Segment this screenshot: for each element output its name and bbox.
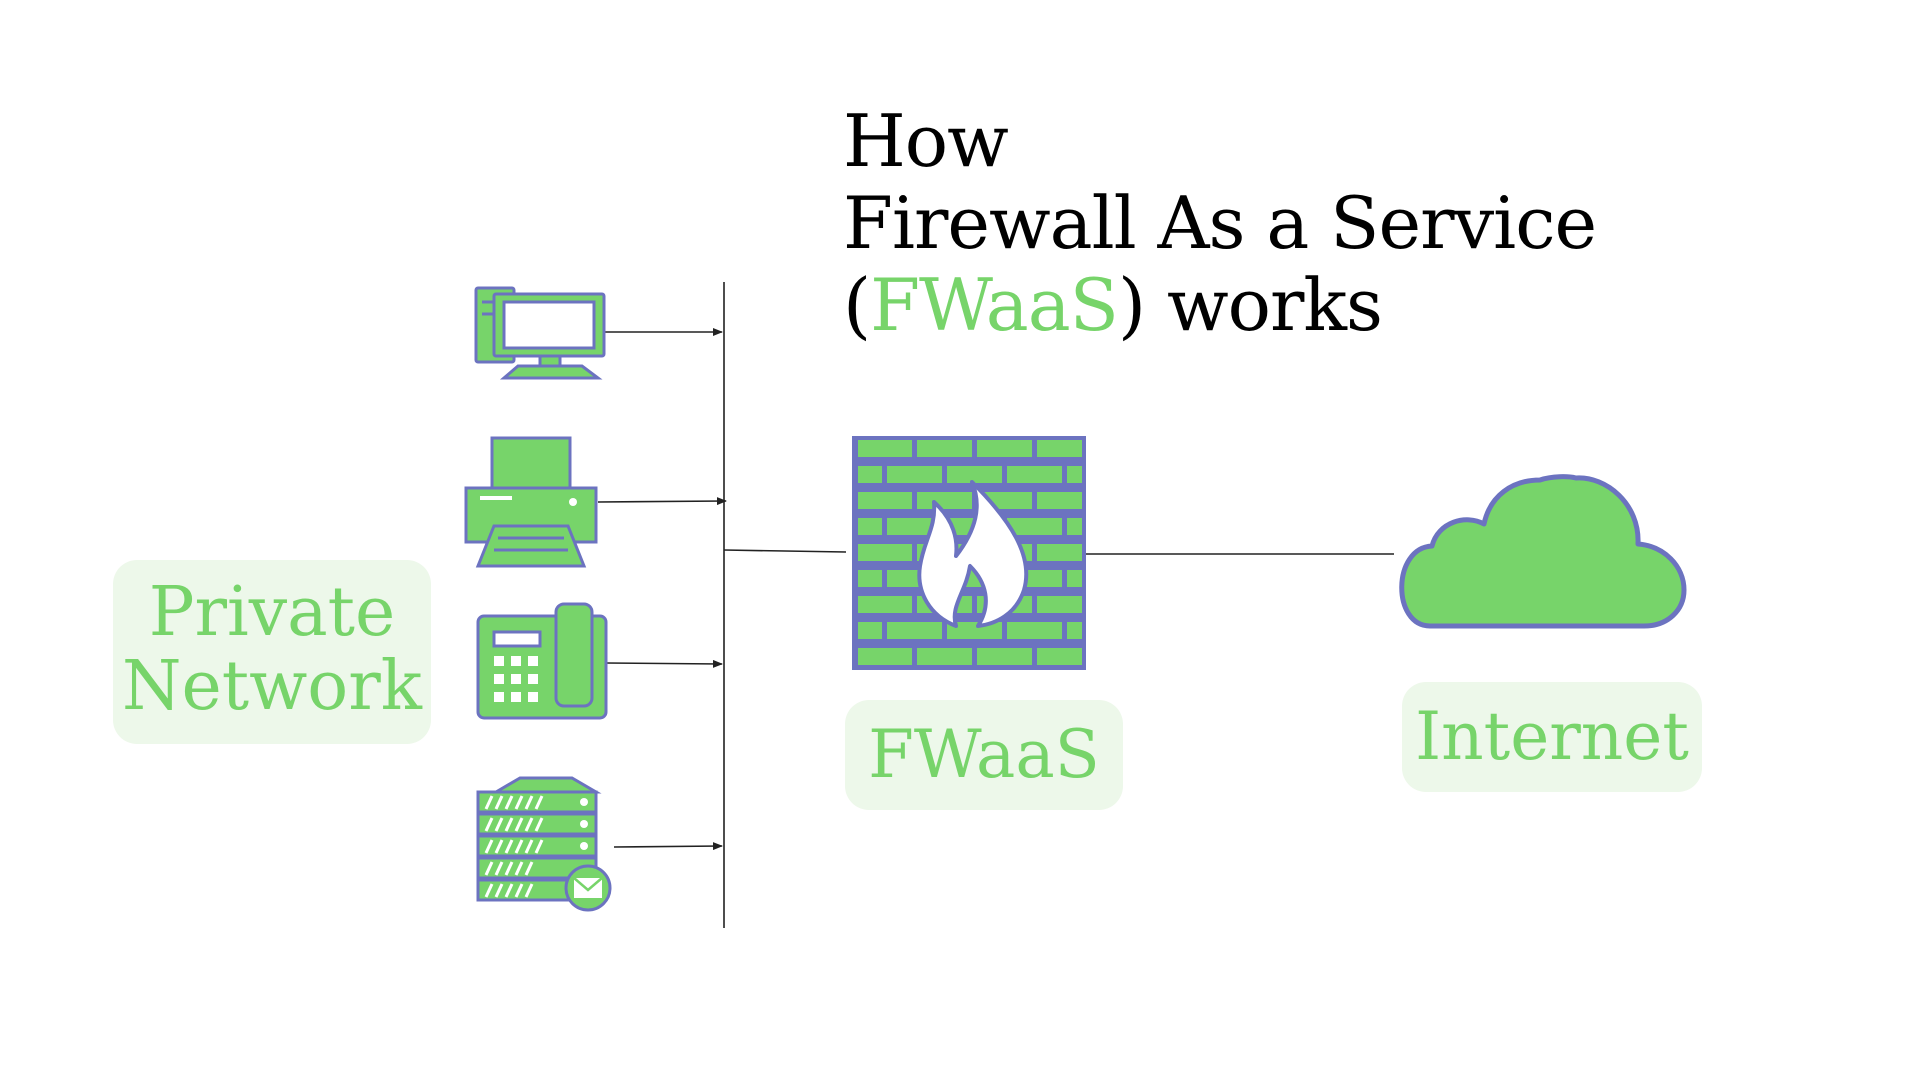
title-paren-close: ) works xyxy=(1117,263,1383,347)
private-network-line-2: Network xyxy=(122,647,422,726)
flame-shape xyxy=(917,480,1029,628)
desktop-computer-icon xyxy=(474,286,606,380)
cloud-icon xyxy=(1399,474,1687,629)
title-accent: FWaaS xyxy=(870,263,1119,347)
diagram-title: How Firewall As a Service (FWaaS) works xyxy=(843,99,1597,346)
printer-icon xyxy=(464,436,598,568)
title-line-2: Firewall As a Service xyxy=(843,181,1597,265)
firewall-icon xyxy=(852,436,1086,670)
private-network-label: Private Network xyxy=(113,560,431,744)
title-line-3: (FWaaS) works xyxy=(843,264,1596,346)
private-network-line-1: Private xyxy=(148,573,396,652)
arrow-printer xyxy=(597,497,727,506)
mail-server-icon xyxy=(476,776,612,912)
title-line-1: How xyxy=(843,99,1009,183)
desk-phone-icon xyxy=(476,602,608,720)
arrow-phone xyxy=(605,659,723,668)
connector-lines xyxy=(597,282,1394,928)
arrow-server xyxy=(613,842,723,851)
fwaas-label: FWaaS xyxy=(845,700,1123,810)
title-paren-open: ( xyxy=(843,263,871,347)
internet-label: Internet xyxy=(1402,682,1702,792)
link-bus-fwaas xyxy=(723,549,847,553)
